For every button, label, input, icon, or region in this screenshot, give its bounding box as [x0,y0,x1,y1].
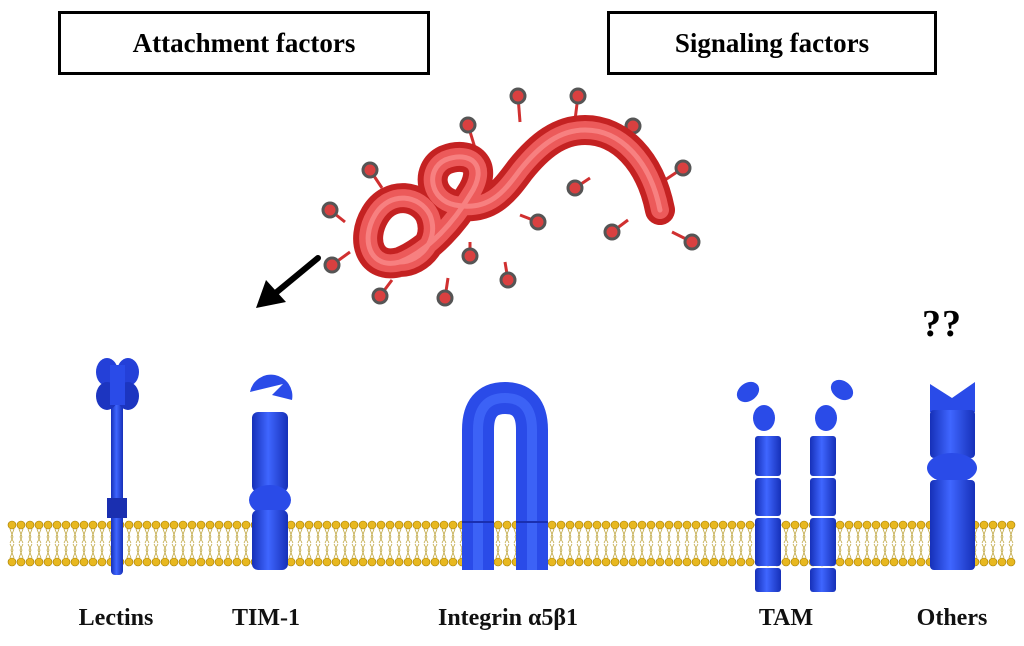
lectin-crd-head [96,358,139,410]
tam-label: TAM [758,605,814,631]
lectin-receptor [96,358,139,575]
virus-filament-shine [365,127,663,266]
signaling-factors-header: Signaling factors [607,11,937,75]
tim1-label: TIM-1 [232,605,300,631]
ebola-virus-particle [321,87,701,307]
unknown-factors-marker: ?? [922,303,962,345]
entry-arrow [256,255,321,308]
attachment-factors-header: Attachment factors [58,11,430,75]
integrin-receptor [462,382,548,570]
tim1-receptor [249,374,293,570]
tim1-igv-domain [250,374,293,400]
attachment-factors-title: Attachment factors [132,27,356,58]
integrin-label: Integrin α5β1 [437,605,579,631]
virus-glycoprotein-spikes [321,87,701,307]
tam-receptor-right [810,379,854,592]
signaling-factors-title: Signaling factors [674,27,870,58]
lectins-label: Lectins [78,605,154,631]
others-binding-head [930,382,975,412]
lipid-bilayer-membrane [7,520,1016,567]
others-label: Others [916,605,988,631]
others-receptor [927,382,977,570]
tam-receptor-left [736,381,781,592]
